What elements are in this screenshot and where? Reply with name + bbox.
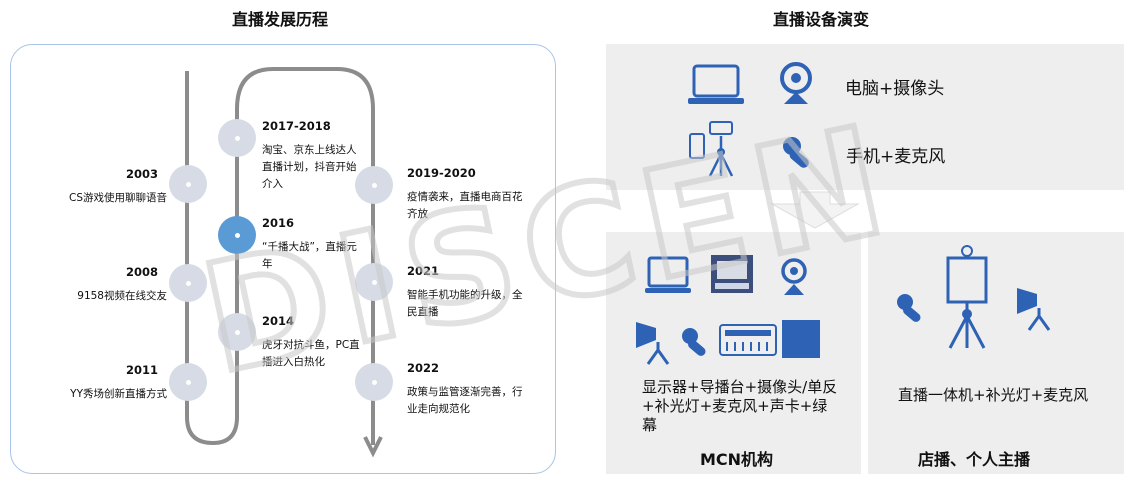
desc-2016: “千播大战”，直播元年	[262, 241, 357, 270]
arrow-down-icon	[363, 436, 383, 458]
device-computer-camera: 电脑+摄像头	[845, 79, 945, 99]
mcn-equipment-text: 显示器+导播台+摄像头/单反+补光灯+麦克风+声卡+绿幕	[642, 378, 838, 434]
store-title: 店播、个人主播	[918, 450, 1031, 469]
timeline-dot-2011	[169, 363, 207, 401]
timeline-dot-2021	[355, 263, 393, 301]
store-box	[868, 232, 1124, 474]
desc-2008: 9158视频在线交友	[77, 290, 167, 302]
microphone-icon-mcn	[682, 328, 706, 356]
year-2014: 2014	[262, 314, 295, 328]
light-stand-icon-store	[1017, 288, 1051, 331]
webcam-icon-small	[781, 258, 807, 295]
monitor-icon	[645, 256, 691, 293]
webcam-icon	[780, 62, 812, 104]
switcher-laptop-icon	[711, 255, 753, 293]
microphone-icon	[783, 137, 809, 168]
phone-tripod-icon	[689, 121, 734, 177]
timeline-dot-2022	[355, 363, 393, 401]
year-2003: 2003	[125, 167, 158, 181]
top-device-box	[606, 44, 1124, 190]
desc-2021: 智能手机功能的升级，全民直播	[407, 289, 523, 318]
year-2008: 2008	[125, 265, 158, 279]
year-2017-2018: 2017-2018	[262, 119, 331, 133]
desc-2019-2020: 疫情袭来，直播电商百花齐放	[407, 191, 523, 220]
sound-card-icon	[719, 324, 777, 356]
year-2011: 2011	[125, 363, 158, 377]
timeline-dot-2003	[169, 165, 207, 203]
green-screen-icon	[782, 320, 820, 358]
laptop-icon	[688, 64, 744, 104]
microphone-icon-store	[897, 294, 921, 322]
timeline-dot-2008	[169, 264, 207, 302]
timeline-dot-2014	[218, 313, 256, 351]
timeline-panel: 2003 CS游戏使用聊聊语音 2008 9158视频在线交友 2011 YY秀…	[10, 44, 556, 474]
store-equipment-text: 直播一体机+补光灯+麦克风	[898, 386, 1089, 404]
all-in-one-stand-icon	[946, 245, 988, 349]
year-2021: 2021	[407, 264, 440, 278]
light-stand-icon	[636, 322, 670, 365]
device-phone-mic: 手机+麦克风	[846, 147, 946, 167]
desc-2017-2018: 淘宝、京东上线达人直播计划，抖音开始介入	[262, 144, 357, 190]
timeline-path	[185, 67, 383, 458]
mcn-title: MCN机构	[700, 450, 774, 469]
desc-2003: CS游戏使用聊聊语音	[69, 192, 167, 204]
desc-2011: YY秀场创新直播方式	[70, 388, 167, 400]
desc-2022: 政策与监管逐渐完善，行业走向规范化	[407, 386, 523, 415]
right-title: 直播设备演变	[773, 10, 870, 29]
timeline-dot-2017	[218, 119, 256, 157]
timeline-dot-2016	[218, 216, 256, 254]
desc-2014: 虎牙对抗斗鱼，PC直播进入白热化	[262, 339, 360, 368]
timeline-dot-2019	[355, 166, 393, 204]
left-title: 直播发展历程	[232, 10, 329, 29]
down-arrow-icon	[770, 191, 860, 229]
year-2019-2020: 2019-2020	[407, 166, 476, 180]
year-2016: 2016	[262, 216, 295, 230]
year-2022: 2022	[407, 361, 440, 375]
